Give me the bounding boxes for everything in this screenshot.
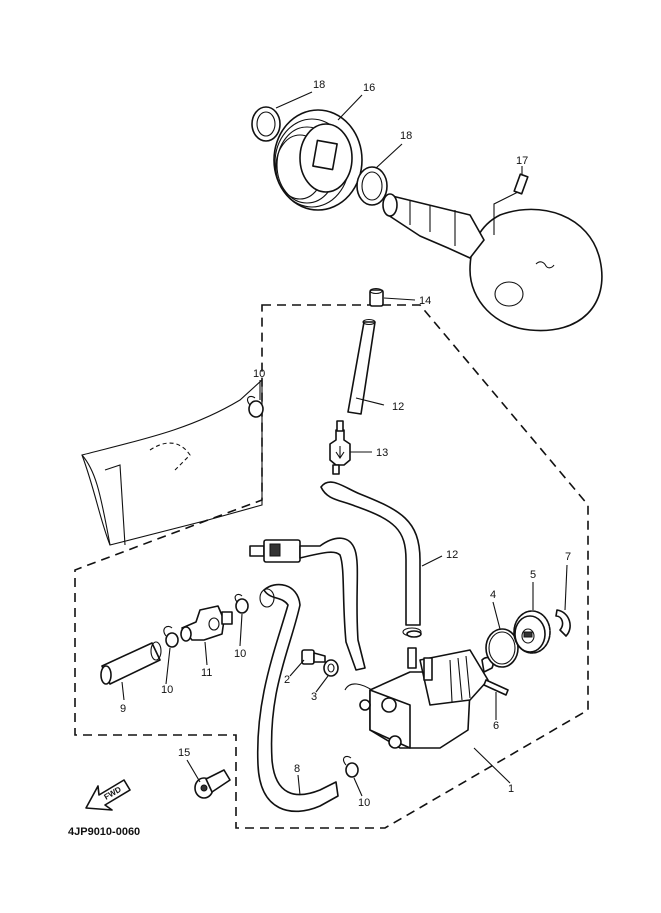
- callout-11: 11: [201, 667, 212, 679]
- callout-1: 1: [508, 783, 514, 795]
- filter-part-13: [329, 420, 351, 475]
- callout-17: 17: [516, 155, 528, 167]
- o-ring-part-4: [485, 628, 519, 668]
- leader-lines: [121, 91, 568, 797]
- joint-part-14: [369, 287, 384, 307]
- pin-part-6: [483, 679, 509, 696]
- clip-part-7: [555, 609, 571, 637]
- callout-7: 7: [565, 551, 571, 563]
- clip-part-10-lower: [342, 755, 359, 778]
- wire-connector: [249, 537, 366, 671]
- hose-part-8: [256, 583, 339, 813]
- callout-10-upper: 10: [253, 368, 265, 380]
- pulley-part-16: [273, 109, 363, 211]
- callout-8: 8: [294, 763, 300, 775]
- oil-pump-body: [344, 647, 494, 749]
- assembly-boundary: [74, 304, 589, 829]
- washer-part-3: [323, 659, 339, 677]
- callout-12-upper: 12: [392, 401, 404, 413]
- callout-18-left: 18: [313, 79, 325, 91]
- callout-6: 6: [493, 720, 499, 732]
- forward-arrow-icon: FWD: [85, 779, 131, 811]
- diagram-code: 4JP9010-0060: [68, 826, 140, 838]
- pin-17-placement-line: [493, 191, 519, 235]
- bolt-part-15: [194, 769, 231, 799]
- clip-part-10-left: [163, 625, 179, 648]
- o-ring-top: [406, 630, 422, 638]
- callout-labels: 18 16 18 17 14 12 13 12 10 4 5 7 10 10 1…: [120, 79, 571, 809]
- bolt-part-2: [301, 649, 326, 665]
- clip-part-10-upper: [246, 395, 264, 418]
- callout-3: 3: [311, 691, 317, 703]
- seat-outline: [81, 378, 263, 546]
- circlip-part-18-right: [356, 166, 388, 206]
- callout-15: 15: [178, 747, 190, 759]
- pin-part-17: [513, 173, 529, 195]
- callout-10-left: 10: [161, 684, 173, 696]
- gear-part-5: [513, 610, 551, 654]
- union-part-11: [180, 605, 233, 642]
- drive-shaft-housing: [382, 193, 603, 332]
- callout-5: 5: [530, 569, 536, 581]
- callout-9: 9: [120, 703, 126, 715]
- callout-14: 14: [419, 295, 431, 307]
- hose-part-12-lower: [320, 481, 422, 637]
- hose-part-9: [100, 641, 162, 685]
- callout-18-right: 18: [400, 130, 412, 142]
- clip-part-10-middle: [234, 593, 249, 614]
- callout-12-lower: 12: [446, 549, 458, 561]
- callout-13: 13: [376, 447, 388, 459]
- hose-part-12-upper: [347, 318, 376, 415]
- callout-16: 16: [363, 82, 375, 94]
- circlip-part-18-left: [251, 106, 281, 142]
- callout-10-middle: 10: [234, 648, 246, 660]
- callout-10-lower: 10: [358, 797, 370, 809]
- callout-4: 4: [490, 589, 496, 601]
- callout-2: 2: [284, 674, 290, 686]
